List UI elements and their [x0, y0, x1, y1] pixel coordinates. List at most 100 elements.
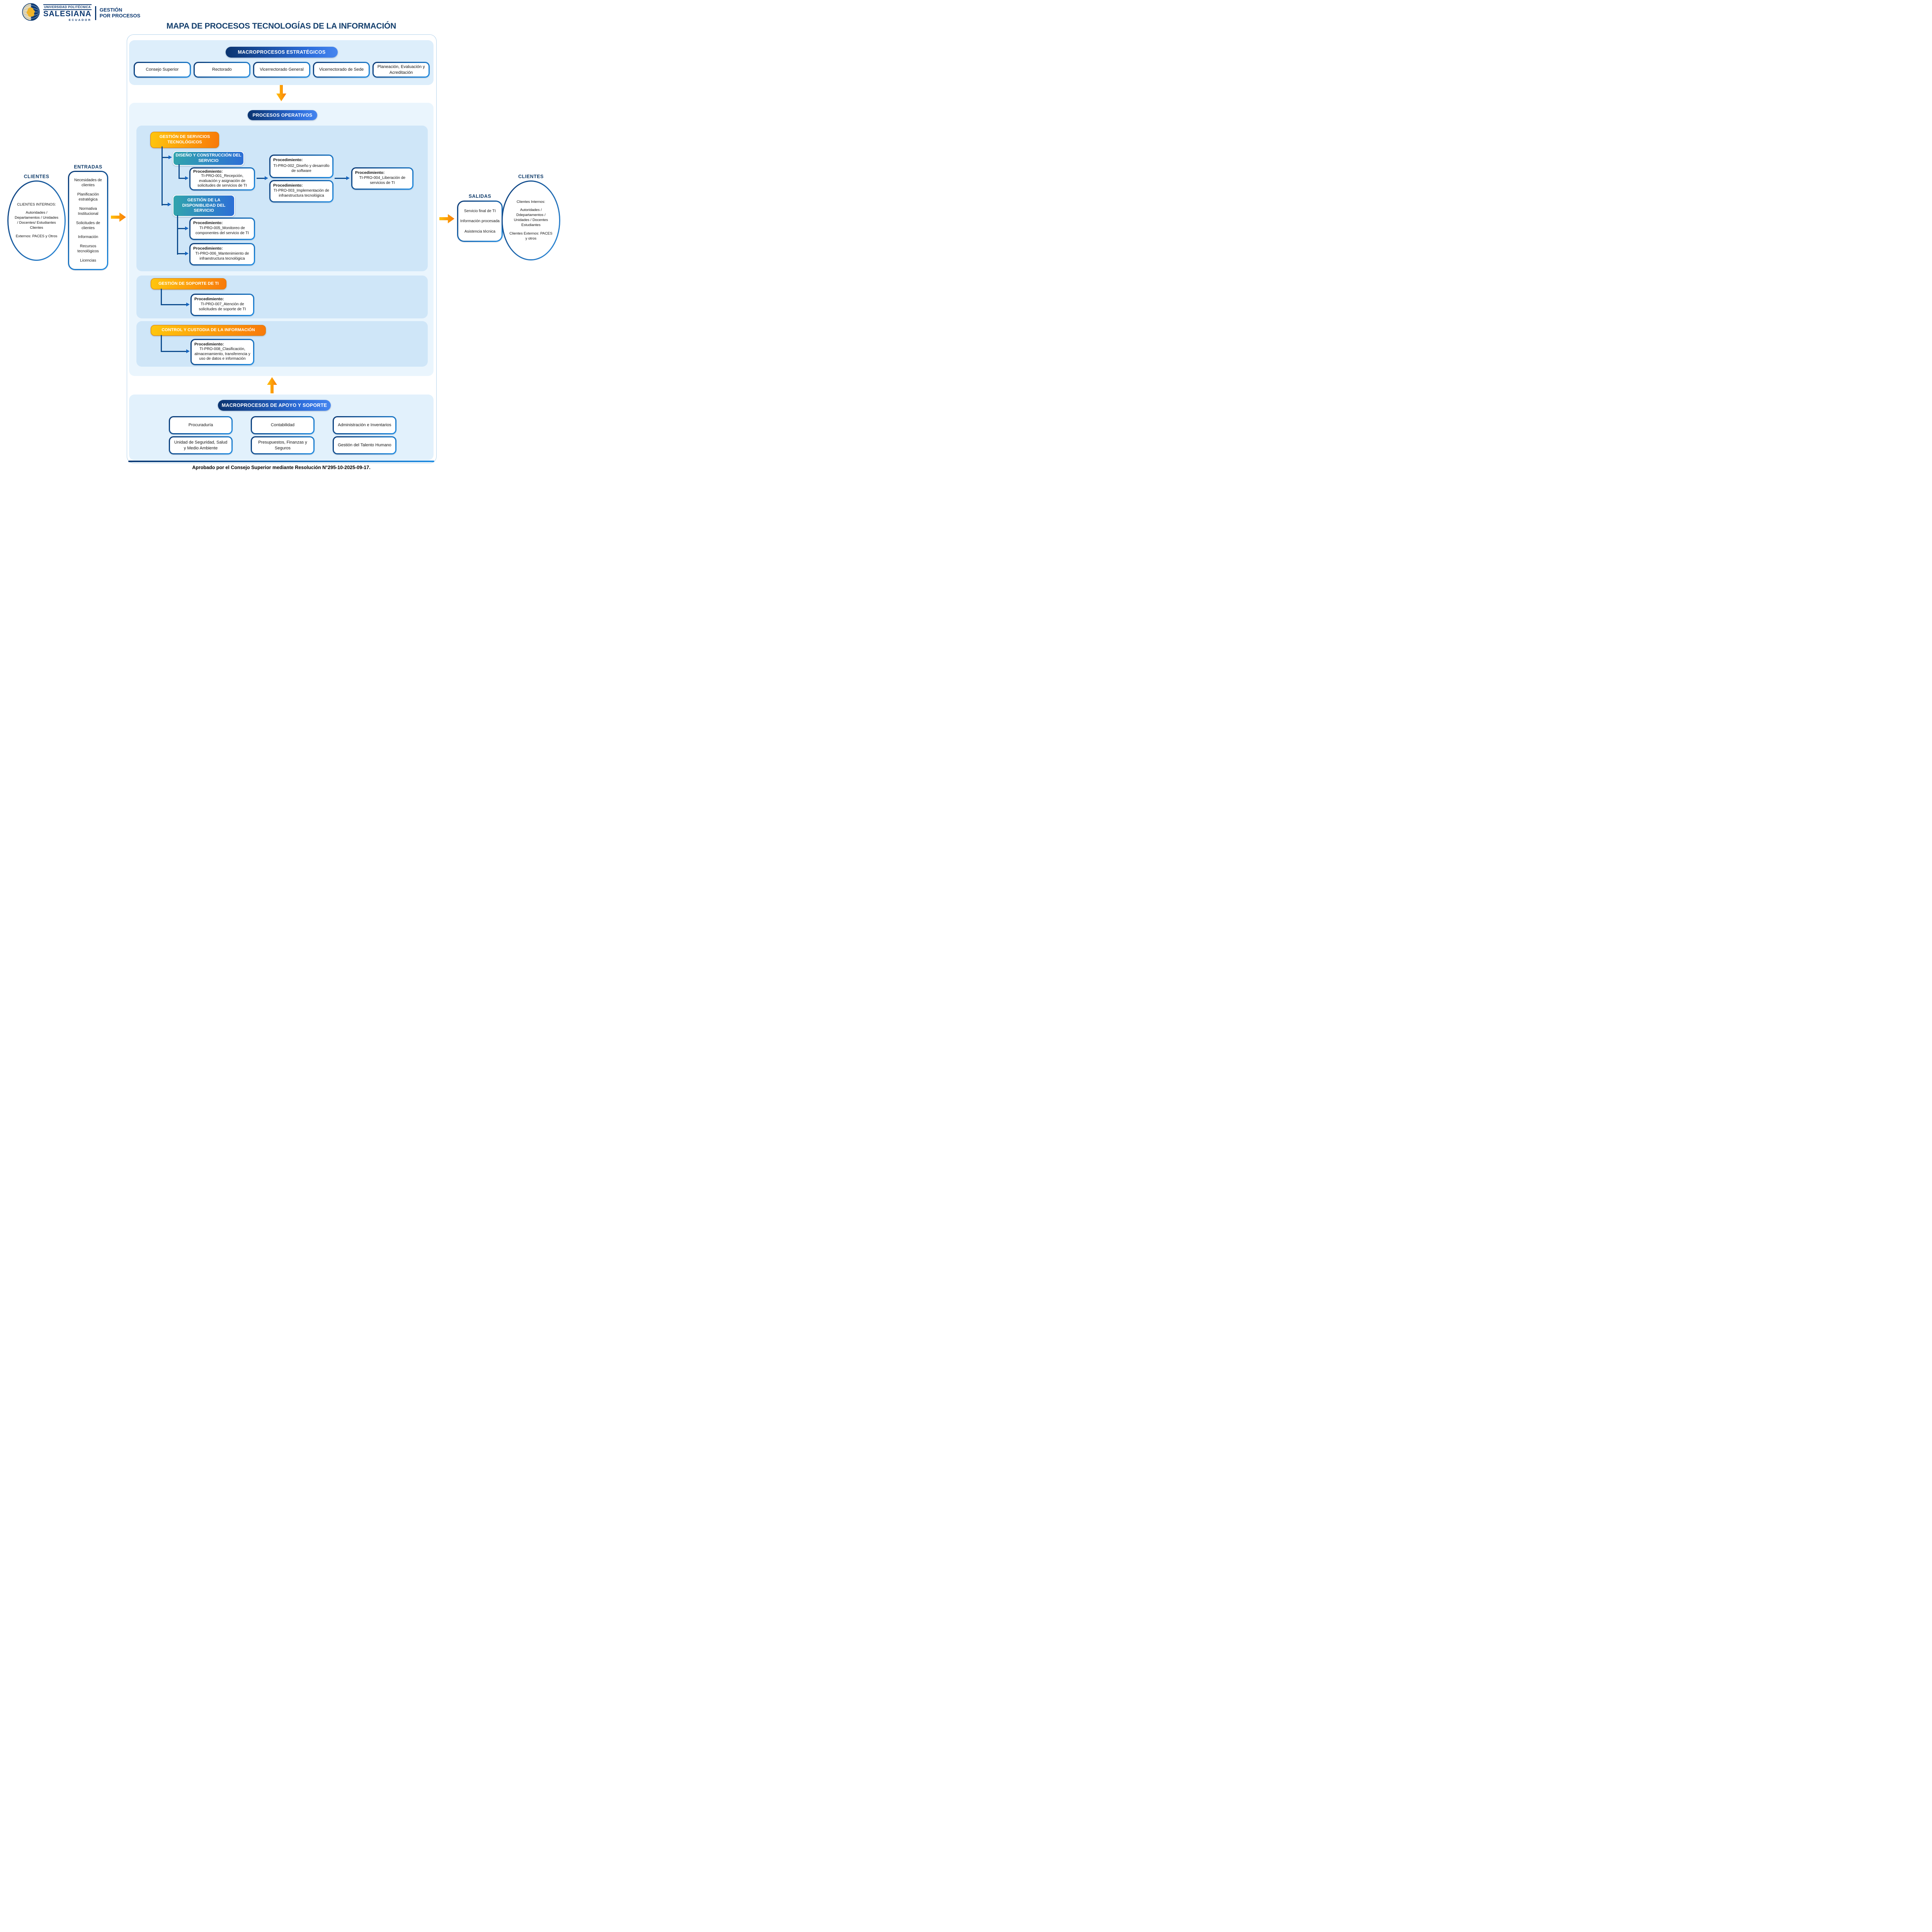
procedure-label: Procedimiento: — [193, 221, 223, 225]
connector-arrowhead-icon — [346, 176, 350, 180]
arrow-up-icon — [267, 377, 277, 395]
procedure-ti-pro-001: Procedimiento:TI-PRO-001_Recepción, eval… — [189, 167, 255, 190]
strategic-header-pill: MACROPROCESOS ESTRATÉGICOS — [226, 47, 338, 58]
strategic-box-vicerrectorado-sede: Vicerrectorado de Sede — [313, 62, 370, 78]
left-clientes-line: Externos: PACES y Otros — [15, 234, 58, 238]
salidas-box: Servicio final de TI Información procesa… — [457, 201, 503, 242]
connector-line — [161, 289, 162, 305]
logo-tagline: GESTIÓN POR PROCESOS — [100, 7, 140, 19]
logo-line-main: SALESIANA — [43, 10, 92, 18]
entradas-item: Normativa Institucional — [78, 206, 99, 216]
logo-tagline-1: GESTIÓN — [99, 7, 122, 13]
support-box-grid: Procuraduría Contabilidad Administración… — [169, 416, 396, 454]
procedure-ti-pro-007: Procedimiento:TI-PRO-007_Atención de sol… — [190, 294, 254, 316]
support-box-procuraduria: Procuraduría — [169, 416, 233, 434]
left-clientes-line: Autoridades / Departamentos / Unidades /… — [14, 211, 58, 230]
connector-arrowhead-icon — [185, 252, 189, 255]
subprocess-diseno-construccion: DISEÑO Y CONSTRUCCIÓN DEL SERVICIO — [173, 151, 244, 166]
arrow-output-icon — [439, 213, 455, 226]
approval-note: Aprobado por el Consejo Superior mediant… — [192, 465, 371, 470]
connector-arrowhead-icon — [185, 176, 189, 180]
procedure-label: Procedimiento: — [273, 183, 303, 188]
procedure-text: TI-PRO-005_Monitoreo de componentes del … — [195, 226, 249, 235]
procedure-text: TI-PRO-004_Liberación de servicios de TI — [359, 176, 406, 185]
strategic-box-row: Consejo Superior Rectorado Vicerrectorad… — [134, 62, 430, 78]
category-control-custodia-informacion: CONTROL Y CUSTODIA DE LA INFORMACIÓN — [151, 325, 266, 336]
logo-line-sub: ECUADOR — [68, 18, 92, 22]
support-box-contabilidad: Contabilidad — [251, 416, 315, 434]
connector-arrowhead-icon — [168, 202, 171, 206]
procedure-label: Procedimiento: — [193, 246, 223, 251]
right-clientes-header: CLIENTES — [518, 174, 544, 179]
salidas-item: Servicio final de TI — [464, 209, 496, 213]
connector-arrowhead-icon — [186, 303, 190, 306]
procedure-label: Procedimiento: — [273, 158, 303, 162]
process-map-page: UNIVERSIDAD POLITÉCNICA SALESIANA ECUADO… — [0, 0, 563, 476]
entradas-header: ENTRADAS — [74, 164, 102, 170]
arrow-input-icon — [111, 211, 126, 225]
connector-line — [162, 157, 169, 158]
left-clientes-ellipse: CLIENTES INTERNOS: Autoridades / Departa… — [7, 180, 66, 261]
connector-line — [161, 304, 187, 305]
connector-arrowhead-icon — [265, 176, 268, 180]
procedure-text: TI-PRO-001_Recepción, evaluación y asign… — [197, 173, 247, 188]
connector-line — [177, 215, 178, 255]
left-clientes-line: CLIENTES INTERNOS: — [17, 202, 56, 207]
logo-line-top: UNIVERSIDAD POLITÉCNICA — [43, 4, 92, 10]
connector-arrowhead-icon — [168, 155, 172, 159]
support-box-presupuestos-finanzas: Presupuestos, Finanzas y Seguros — [251, 436, 315, 454]
strategic-box-rectorado: Rectorado — [193, 62, 251, 78]
salidas-header: SALIDAS — [468, 194, 492, 199]
procedure-ti-pro-002: Procedimiento:TI-PRO-002_Diseño y desarr… — [269, 155, 333, 178]
procedure-ti-pro-004: Procedimiento:TI-PRO-004_Liberación de s… — [351, 167, 413, 190]
right-clientes-line: Clientes Internos: — [517, 199, 545, 204]
procedure-label: Procedimiento: — [194, 297, 224, 301]
logo-divider — [95, 6, 96, 20]
connector-line — [162, 146, 163, 206]
entradas-box: Necesidades de clientes Planificación es… — [68, 171, 108, 270]
support-box-administracion-inventarios: Administración e Inventarios — [333, 416, 396, 434]
left-clientes-header: CLIENTES — [24, 174, 49, 179]
connector-line — [177, 228, 185, 229]
procedure-ti-pro-006: Procedimiento:TI-PRO-006_Mantenimiento d… — [189, 243, 255, 265]
category-gestion-servicios-tecnologicos: GESTIÓN DE SERVICIOS TECNOLÓGICOS — [150, 132, 219, 148]
connector-arrowhead-icon — [185, 226, 189, 230]
connector-line — [162, 204, 168, 205]
right-clientes-line: Autoridades / Ddepartamentos / Unidades … — [514, 208, 548, 227]
right-clientes-ellipse: Clientes Internos: Autoridades / Ddepart… — [502, 180, 560, 260]
arrow-down-icon — [276, 85, 287, 103]
entradas-item: Necesidades de clientes — [74, 178, 102, 187]
connector-line — [177, 253, 185, 254]
ups-logo: UNIVERSIDAD POLITÉCNICA SALESIANA ECUADO… — [22, 3, 140, 23]
connector-line — [335, 178, 347, 179]
salidas-item: Información procesada — [460, 219, 500, 223]
procedure-text: TI-PRO-007_Atención de solicitudes de so… — [199, 302, 246, 311]
support-box-seguridad-salud: Unidad de Seguridad, Salud y Medio Ambie… — [169, 436, 233, 454]
procedure-label: Procedimiento: — [193, 169, 223, 174]
entradas-item: Solicitudes de clientes — [76, 221, 100, 230]
entradas-item: Licencias — [80, 259, 96, 263]
salidas-item: Asistencia técnica — [464, 229, 496, 234]
strategic-box-vicerrectorado-general: Vicerrectorado General — [253, 62, 310, 78]
page-title: MAPA DE PROCESOS TECNOLOGÍAS DE LA INFOR… — [166, 22, 396, 31]
connector-line — [161, 351, 187, 352]
ups-wordmark: UNIVERSIDAD POLITÉCNICA SALESIANA ECUADO… — [43, 4, 92, 22]
connector-line — [161, 335, 162, 352]
connector-arrowhead-icon — [186, 349, 190, 353]
procedure-text: TI-PRO-006_Mantenimiento de infraestruct… — [195, 252, 249, 261]
strategic-box-planeacion: Planeación, Evaluación y Acreditación — [372, 62, 430, 78]
entradas-item: Planificación estratégica — [77, 192, 99, 202]
procedure-ti-pro-008: Procedimiento:TI-PRO-008_Clasificación, … — [190, 339, 254, 365]
connector-line — [257, 178, 265, 179]
connector-line — [179, 178, 185, 179]
procedure-text: TI-PRO-002_Diseño y desarrollo de softwa… — [273, 163, 330, 173]
procedure-text: TI-PRO-003_Implementación de infraestruc… — [274, 189, 329, 198]
procedure-ti-pro-003: Procedimiento:TI-PRO-003_Implementación … — [269, 180, 333, 202]
entradas-item: Información — [78, 235, 99, 240]
strategic-box-consejo-superior: Consejo Superior — [134, 62, 191, 78]
right-clientes-line: Clientes Externos: PACES y otros — [509, 231, 553, 241]
operative-header-pill: PROCESOS OPERATIVOS — [248, 110, 317, 120]
connector-line — [179, 164, 180, 179]
procedure-label: Procedimiento: — [355, 170, 385, 175]
support-box-talento-humano: Gestión del Talento Humano — [333, 436, 396, 454]
